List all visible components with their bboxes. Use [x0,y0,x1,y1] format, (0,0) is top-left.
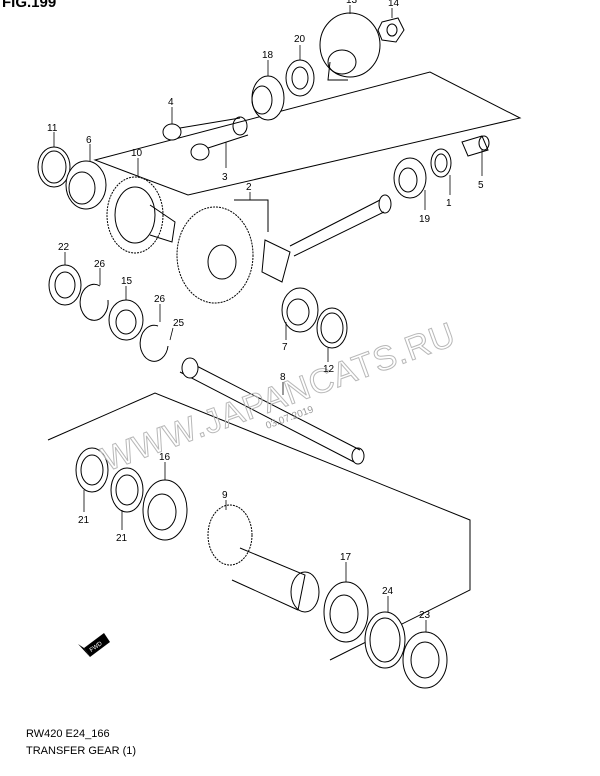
part-ring-12 [316,307,348,349]
part-sleeve-4 [162,116,249,161]
callout-24: 24 [382,586,394,597]
callout-11: 11 [47,123,58,134]
callout-8: 8 [280,372,286,383]
leader-lines [53,5,483,632]
part-seal-21a [75,447,109,493]
callout-26-upper: 26 [94,259,106,270]
figure-title: FIG.199 [2,0,57,11]
caption-title: TRANSFER GEAR (1) [26,745,137,757]
callout-6: 6 [86,135,92,146]
part-ring-11 [37,146,71,188]
fwd-arrow-icon: FWD [78,633,110,657]
part-shaft-8 [179,357,365,465]
part-bearing-18 [251,75,285,121]
part-ring-24 [364,611,406,669]
lower-group-outline [47,392,471,661]
part-ring-gear-2 [176,194,392,304]
callout-26-lower: 26 [154,294,166,305]
callout-2: 2 [246,182,252,193]
part-gear-10 [106,176,176,254]
callout-12: 12 [323,364,335,375]
part-snap-ring-26 [79,283,109,321]
part-bearing-7 [281,287,319,333]
callout-9: 9 [222,490,228,501]
callout-10: 10 [131,148,143,159]
part-bearing-15 [108,299,144,341]
callout-4: 4 [168,97,174,108]
part-nut-14 [377,17,405,43]
callout-20: 20 [294,34,306,45]
part-race-1 [430,148,452,178]
part-seal-20 [285,59,315,97]
callout-18: 18 [262,50,274,61]
part-seal-23 [402,631,448,689]
watermark: WWW.JAPANCATS.RU [97,315,461,478]
part-bearing-6 [65,160,107,210]
callout-5: 5 [478,180,484,191]
callout-23: 23 [419,610,431,621]
part-seal-22 [48,264,82,306]
upper-group-outline [93,71,522,196]
callout-21-right: 21 [116,533,128,544]
part-bearing-19 [393,157,427,199]
part-sleeve-5 [461,135,490,157]
callout-25: 25 [173,318,185,329]
callout-14: 14 [388,0,400,9]
callout-16: 16 [159,452,171,463]
part-gear-shaft-9 [207,504,320,613]
caption-code: RW420 E24_166 [26,728,110,740]
callout-21-left: 21 [78,515,90,526]
part-snap-ring-26b [139,324,169,362]
callout-22: 22 [58,242,70,253]
callout-3: 3 [222,172,228,183]
part-bearing-16 [142,479,188,541]
callout-1: 1 [446,198,452,209]
callout-numbers: 13 14 20 18 4 3 11 6 10 2 19 1 5 22 26 1… [47,0,484,621]
callout-17: 17 [340,552,352,563]
callout-7: 7 [282,342,288,353]
part-seal-21b [110,467,144,513]
callout-19: 19 [419,214,431,225]
callout-13: 13 [346,0,358,6]
part-bearing-17 [323,581,369,643]
part-flange-13 [319,12,381,81]
callout-15: 15 [121,276,133,287]
